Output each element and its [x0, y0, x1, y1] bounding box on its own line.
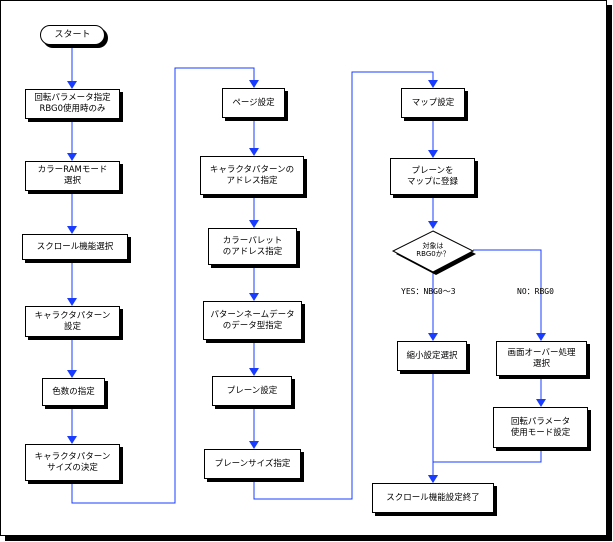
arrow-c1-to-c2	[71, 67, 259, 504]
c3-rotmode-label: 回転パラメータ 使用モード設定	[510, 416, 571, 438]
start-terminal: スタート	[40, 25, 105, 45]
c1-step-label: 回転パラメータ指定 RBG0使用時のみ	[34, 93, 111, 114]
c2-step-char-address: キャラクタパターンの アドレス指定	[200, 156, 304, 195]
yes-branch-label: YES：NBG0〜3	[401, 287, 456, 296]
c3-step-reduction: 縮小設定選択	[397, 341, 467, 371]
c2-step-plane: プレーン設定	[212, 376, 292, 406]
c1-step-char-pattern: キャラクタパターン 設定	[25, 306, 120, 337]
decision-diamond	[391, 230, 475, 273]
c3-reduce-label: 縮小設定選択	[406, 350, 458, 361]
c3-step-over-process: 画面オーバー処理 選択	[496, 341, 587, 376]
c3-map-label: マップ設定	[411, 97, 455, 108]
c2-step-palette-address: カラーパレット のアドレス指定	[208, 228, 297, 265]
c3-step-register-plane: プレーンを マップに登録	[390, 158, 475, 195]
c1-step-label: キャラクタパターン 設定	[34, 310, 111, 332]
c1-step-label: カラーRAMモード 選択	[37, 165, 108, 186]
c1-step-color-ram-mode: カラーRAMモード 選択	[25, 161, 120, 191]
c2-step-label: ページ設定	[232, 97, 275, 108]
c1-step-scroll-select: スクロール機能選択	[22, 234, 128, 260]
c1-step-char-size: キャラクタパターン サイズの決定	[25, 444, 120, 481]
c3-over-label: 画面オーバー処理 選択	[507, 347, 576, 369]
no-branch-label: NO：RBG0	[517, 287, 554, 296]
c1-step-rotation-param: 回転パラメータ指定 RBG0使用時のみ	[25, 89, 120, 119]
arrow-c2-to-c3	[253, 71, 438, 500]
c3-step-map: マップ設定	[401, 88, 465, 118]
c1-step-label: キャラクタパターン サイズの決定	[34, 451, 111, 473]
decision-label: 対象は RBG0か？	[416, 242, 450, 258]
c2-step-label: キャラクタパターンの アドレス指定	[209, 164, 295, 186]
c3-step-rotation-mode: 回転パラメータ 使用モード設定	[493, 407, 588, 448]
c1-step-label: 色数の指定	[52, 386, 95, 397]
c1-step-color-count: 色数の指定	[42, 378, 105, 406]
c2-step-label: パターンネームデータ のデータ型指定	[210, 309, 295, 331]
c3-register-label: プレーンを マップに登録	[406, 165, 458, 187]
c2-step-page: ページ設定	[222, 88, 285, 118]
c2-step-pattern-name-type: パターンネームデータ のデータ型指定	[203, 301, 302, 340]
start-label: スタート	[54, 29, 91, 40]
c1-step-label: スクロール機能選択	[36, 241, 114, 252]
c2-step-label: プレーンサイズ指定	[214, 458, 291, 469]
c2-step-plane-size: プレーンサイズ指定	[204, 449, 301, 479]
c2-step-label: プレーン設定	[226, 385, 278, 396]
c2-step-label: カラーパレット のアドレス指定	[222, 235, 283, 257]
arrow-no-branch	[473, 249, 546, 341]
end-step-scroll-done: スクロール機能設定終了	[372, 483, 494, 513]
end-label: スクロール機能設定終了	[386, 492, 480, 503]
arrow-rotmode-to-end	[428, 448, 542, 483]
